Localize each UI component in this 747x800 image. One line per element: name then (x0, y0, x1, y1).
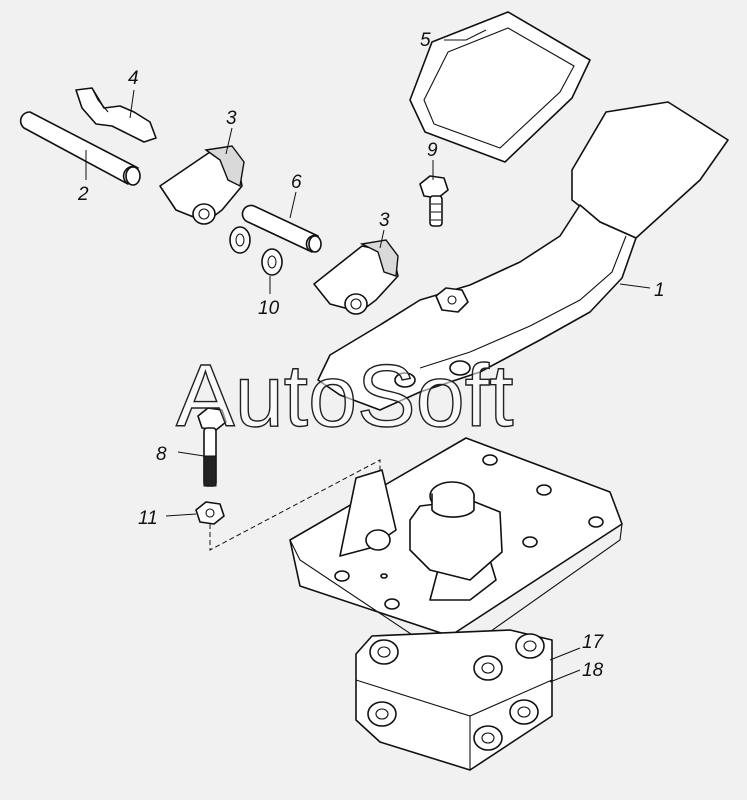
callout-6: 6 (291, 172, 302, 193)
watermark-text: AutoSoft (176, 346, 514, 445)
part-2-pin (19, 111, 141, 186)
callout-4: 4 (128, 68, 139, 89)
part-3-bracket-lower (313, 239, 399, 315)
part-3-bracket-upper (159, 145, 245, 225)
callout-1: 1 (654, 280, 665, 301)
part-4-clip (75, 87, 157, 143)
callout-8: 8 (156, 444, 167, 465)
assembly-dashed-line (209, 459, 381, 578)
part-6-pin (241, 204, 322, 253)
part-8-bolt (197, 407, 227, 487)
callout-18: 18 (582, 660, 604, 681)
part-11-nut (195, 501, 225, 525)
callout-11: 11 (138, 508, 158, 529)
leader-lines (85, 29, 651, 683)
callout-3-upper: 3 (226, 108, 237, 129)
callout-5: 5 (420, 30, 431, 51)
lever-nut (435, 287, 469, 313)
callout-17: 17 (582, 632, 605, 653)
callout-3-lower: 3 (379, 210, 390, 231)
part-10-washers (229, 226, 283, 276)
part-1-pedal-lever (317, 101, 729, 411)
callout-9: 9 (427, 140, 438, 161)
brake-valve-body (355, 629, 553, 771)
part-5-pedal-pad (409, 11, 591, 163)
callout-10: 10 (258, 298, 280, 319)
part-9-bolt (419, 175, 449, 227)
valve-plunger (409, 481, 503, 581)
callout-2: 2 (77, 184, 89, 205)
